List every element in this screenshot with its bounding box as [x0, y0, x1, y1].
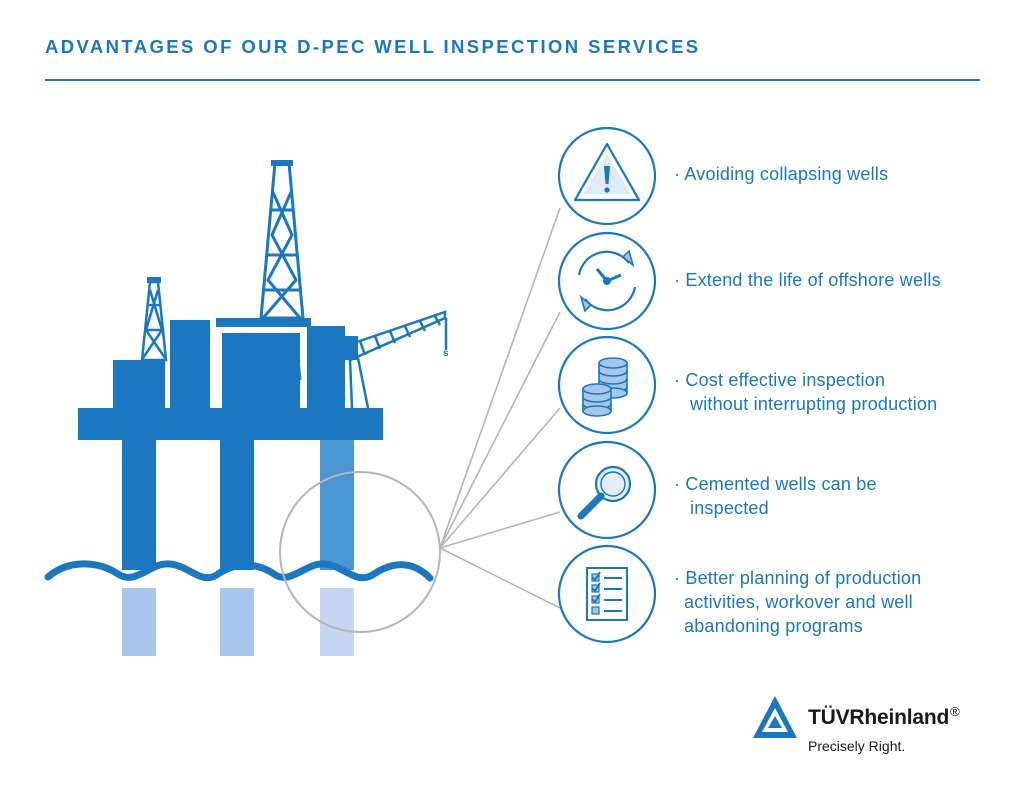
- benefit-text: · Cemented wells can be: [674, 474, 877, 494]
- benefit-text: · Avoiding collapsing wells: [674, 164, 889, 184]
- title-divider: [45, 79, 980, 81]
- brand-tagline: Precisely Right.: [808, 738, 906, 754]
- benefit-text-line2: inspected: [690, 498, 769, 518]
- magnifier-icon: [577, 465, 632, 520]
- benefit-avoid-collapse: · Avoiding collapsing wells: [674, 162, 888, 186]
- tuv-logo-icon: [753, 696, 797, 738]
- clock-refresh-icon: [577, 249, 637, 313]
- brand-name: TÜVRheinland®: [808, 704, 960, 730]
- benefit-text: · Extend the life of offshore wells: [674, 270, 941, 290]
- benefit-extend-life: · Extend the life of offshore wells: [674, 268, 941, 292]
- benefit-cost-effective: · Cost effective inspection without inte…: [674, 368, 937, 416]
- connector-lines: [439, 207, 561, 609]
- benefit-better-planning: · Better planning of production activiti…: [674, 566, 921, 638]
- benefit-text-line3: abandoning programs: [684, 616, 863, 636]
- derrick-crown: [271, 160, 293, 166]
- checklist-icon: [586, 567, 628, 621]
- crane: [346, 310, 448, 409]
- focus-circle: [279, 471, 441, 633]
- benefit-text: · Better planning of production: [674, 568, 922, 588]
- benefit-text-line2: activities, workover and well: [684, 592, 913, 612]
- benefit-text-line2: without interrupting production: [690, 394, 938, 414]
- rig-platform: [78, 318, 383, 440]
- benefit-cemented-wells: · Cemented wells can be inspected: [674, 472, 877, 520]
- small-derrick: [140, 280, 168, 362]
- rig-legs-underwater: [122, 588, 354, 656]
- brand-wordmark: TÜVRheinland: [808, 706, 950, 729]
- coins-icon: [582, 357, 628, 417]
- sea-waves: [44, 560, 434, 582]
- benefit-text: · Cost effective inspection: [674, 370, 886, 390]
- page-title: ADVANTAGES OF OUR D-PEC WELL INSPECTION …: [45, 36, 701, 57]
- warning-icon: [573, 142, 641, 202]
- svg-text:s: s: [443, 348, 449, 359]
- rig-legs: [122, 440, 254, 570]
- registered-mark: ®: [950, 704, 960, 719]
- rig-leg-highlighted: [320, 440, 354, 570]
